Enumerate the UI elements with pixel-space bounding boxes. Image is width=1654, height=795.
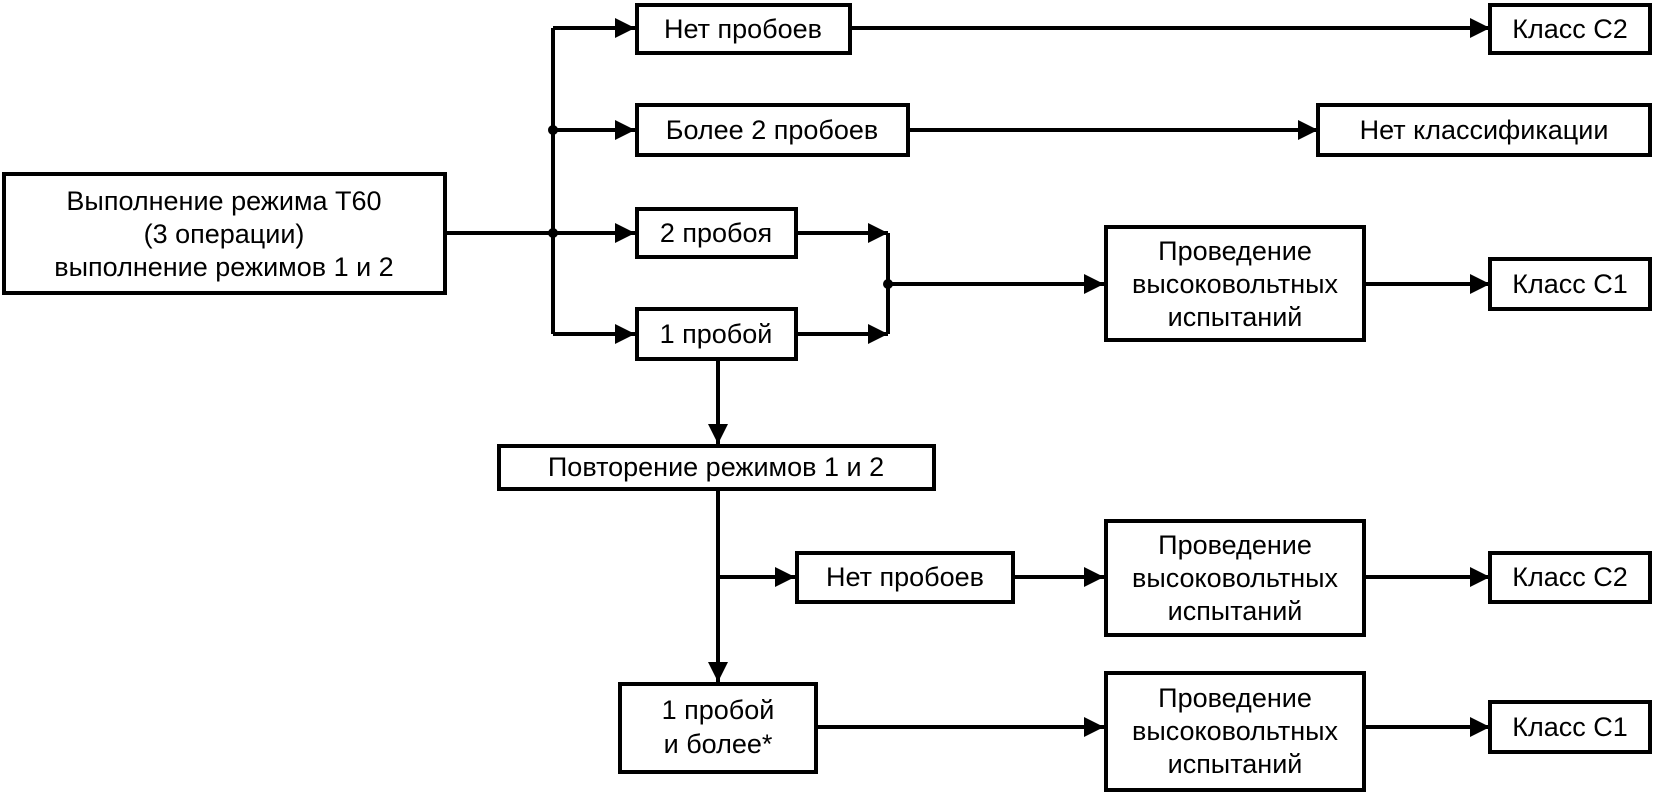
hv-test-line: испытаний — [1168, 596, 1303, 626]
hv-test-bottom-node: Проведение высоковольтных испытаний — [1104, 671, 1366, 792]
connectors — [445, 18, 1490, 737]
hv-test-line: высоковольтных — [1132, 563, 1339, 593]
no-classification-label: Нет классификации — [1360, 115, 1609, 145]
hv-test-mid-node: Проведение высоковольтных испытаний — [1104, 519, 1366, 637]
junction-dot — [548, 125, 558, 135]
one-breakdown-node: 1 пробой — [635, 307, 798, 361]
more-than-two-label: Более 2 пробоев — [666, 115, 878, 145]
hv-test-line: Проведение — [1158, 530, 1312, 560]
junction-dot — [548, 228, 558, 238]
hv-test-line: высоковольтных — [1132, 269, 1339, 299]
hv-test-line: Проведение — [1158, 236, 1312, 266]
class-c1-top-node: Класс С1 — [1488, 257, 1652, 311]
no-breakdowns-label: Нет пробоев — [664, 14, 822, 44]
start-node: Выполнение режима Т60 (3 операции) выпол… — [2, 172, 447, 295]
start-node-line: (3 операции) — [144, 219, 305, 249]
two-breakdowns-label: 2 пробоя — [660, 218, 772, 248]
class-c1-label: Класс С1 — [1512, 712, 1628, 742]
hv-test-line: испытаний — [1168, 302, 1303, 332]
hv-test-top-node: Проведение высоковольтных испытаний — [1104, 225, 1366, 342]
no-breakdowns-repeat-node: Нет пробоев — [795, 551, 1015, 604]
repeat-modes-label: Повторение режимов 1 и 2 — [548, 452, 884, 482]
hv-test-line: высоковольтных — [1132, 716, 1339, 746]
class-c2-label: Класс С2 — [1512, 562, 1628, 592]
class-c1-label: Класс С1 — [1512, 269, 1628, 299]
no-classification-node: Нет классификации — [1316, 103, 1652, 157]
one-or-more-line: и более* — [664, 729, 773, 759]
start-node-line: Выполнение режима Т60 — [66, 186, 381, 216]
start-node-line: выполнение режимов 1 и 2 — [54, 252, 393, 282]
class-c2-label: Класс С2 — [1512, 14, 1628, 44]
junction-dot — [883, 279, 893, 289]
class-c2-mid-node: Класс С2 — [1488, 551, 1652, 604]
one-or-more-node: 1 пробой и более* — [618, 682, 818, 774]
one-breakdown-label: 1 пробой — [660, 319, 773, 349]
hv-test-line: испытаний — [1168, 749, 1303, 779]
no-breakdowns-node: Нет пробоев — [635, 3, 852, 55]
no-breakdowns-repeat-label: Нет пробоев — [826, 562, 984, 592]
two-breakdowns-node: 2 пробоя — [635, 207, 798, 259]
more-than-two-node: Более 2 пробоев — [635, 103, 910, 157]
repeat-modes-node: Повторение режимов 1 и 2 — [497, 444, 936, 491]
hv-test-line: Проведение — [1158, 683, 1312, 713]
class-c2-top-node: Класс С2 — [1488, 3, 1652, 55]
class-c1-bottom-node: Класс С1 — [1488, 700, 1652, 754]
one-or-more-line: 1 пробой — [662, 695, 775, 725]
